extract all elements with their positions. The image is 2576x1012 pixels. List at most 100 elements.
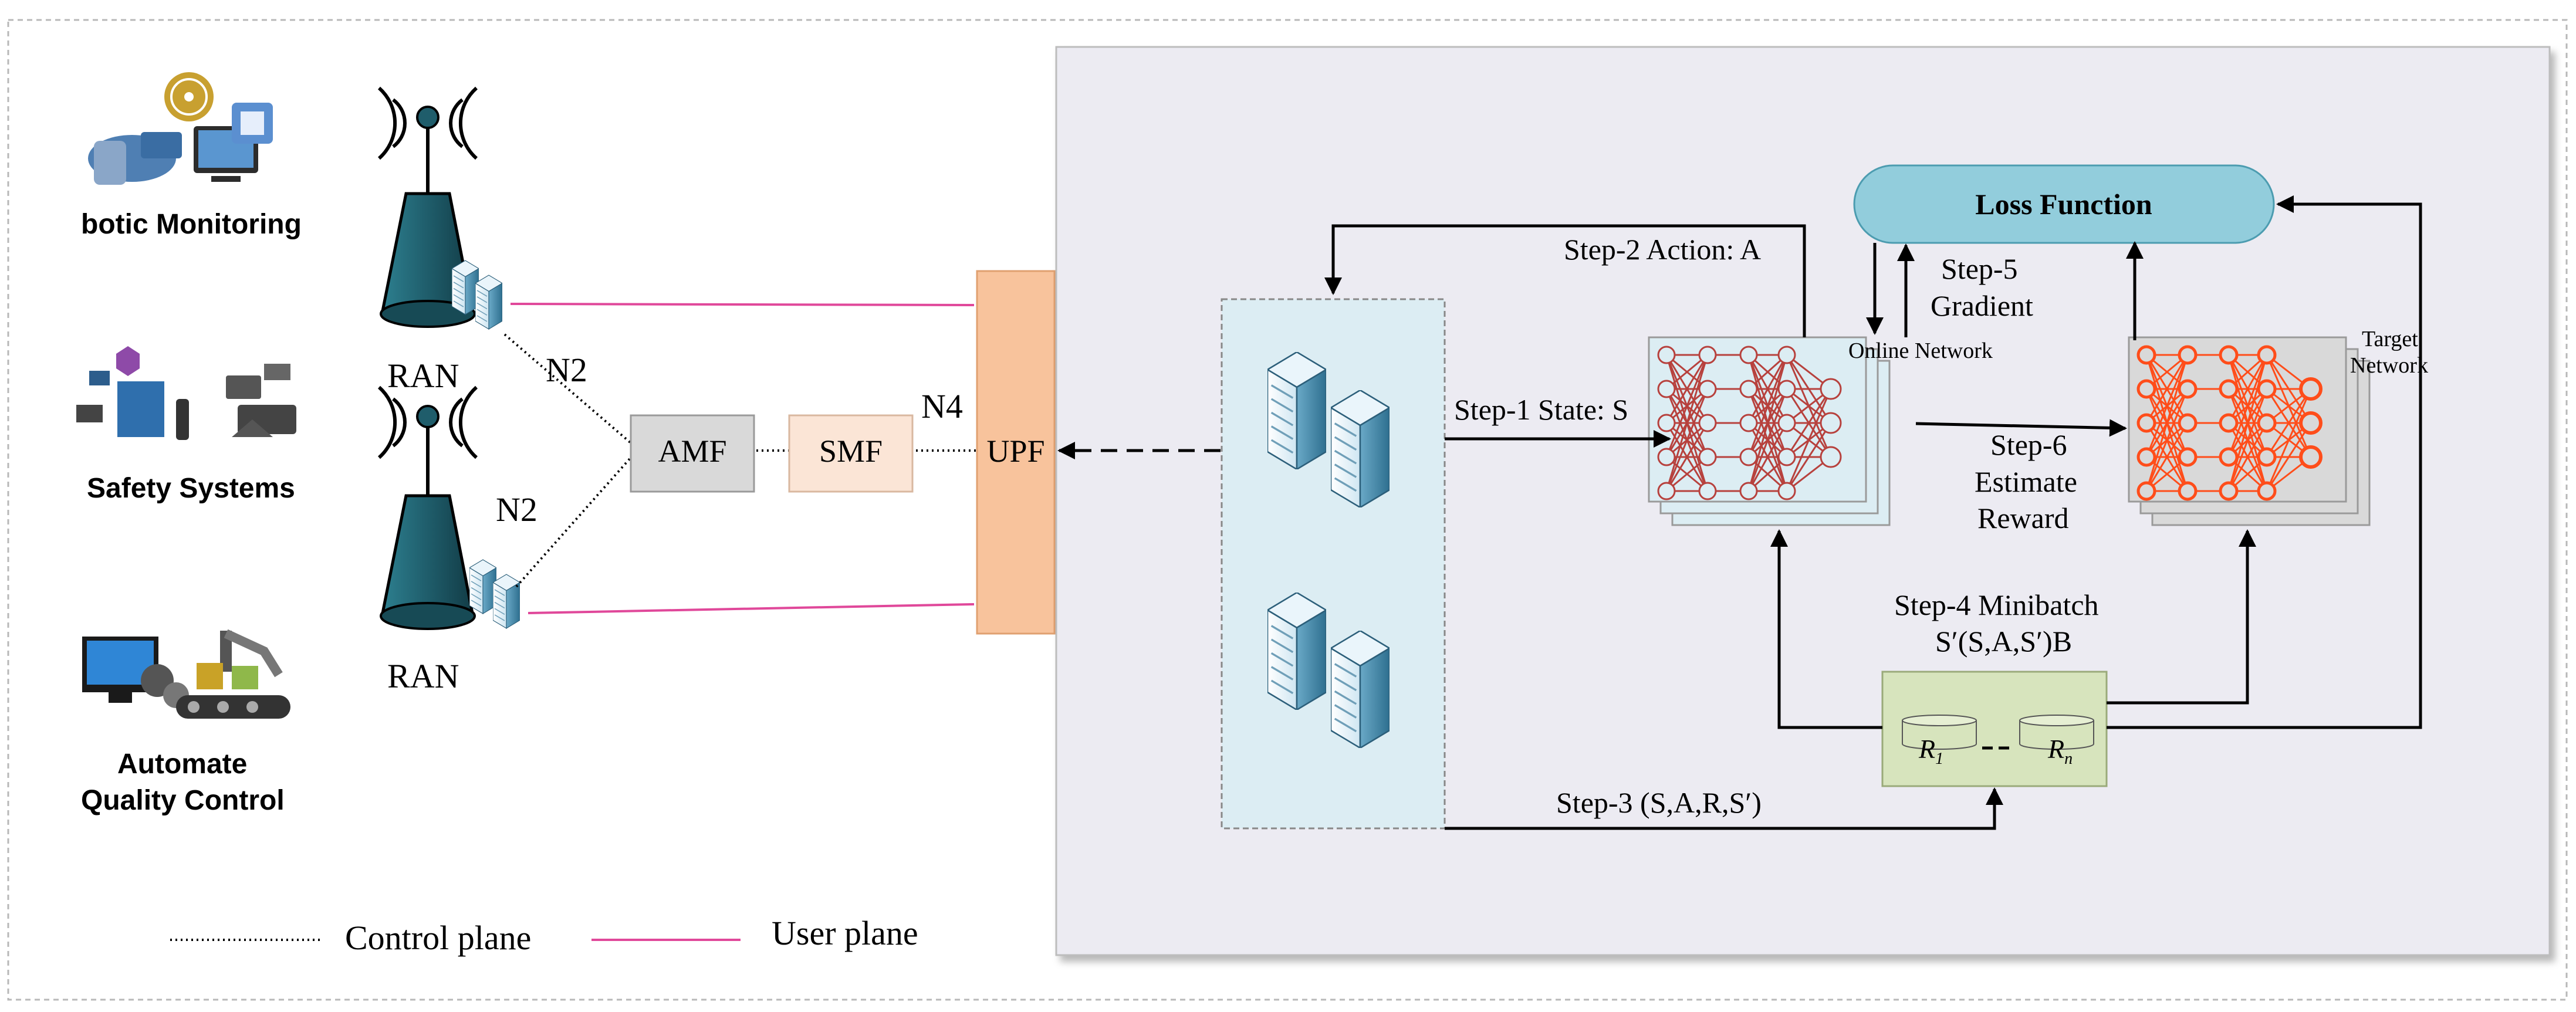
nn-node [1820,412,1842,434]
ran-top-label: RAN [387,357,459,395]
smf-label: SMF [819,434,883,469]
nn-node [1820,378,1842,400]
nn-node [2178,345,2198,365]
legend-control-plane-label: Control plane [345,919,531,957]
nn-node [2219,413,2239,433]
target-network-label-line1: Target [2362,327,2418,351]
control-plane-links [503,333,977,588]
nn-connection [2227,354,2268,492]
drl-arrows [1324,195,2422,830]
amf-label: AMF [658,434,726,469]
nn-connection [1786,388,1832,458]
nn-node [2299,377,2323,401]
step6-label-line3: Reward [1977,502,2069,534]
ran-tower-top [378,86,478,328]
nn-node [1739,482,1758,500]
nn-connection [2145,354,2189,458]
user-plane-link-bottom [528,603,975,614]
nn-node [1657,482,1676,500]
ran-bottom-label: RAN [387,657,459,695]
nn-connection [1747,388,1788,492]
step4-label-line1: Step-4 Minibatch [1894,588,2099,621]
robotic-monitoring-icon [88,72,273,185]
nn-node [2178,379,2198,399]
nn-node [2178,447,2198,467]
n4-label: N4 [921,387,963,425]
nn-node [2257,413,2277,433]
step1-label: Step-1 State: S [1454,393,1628,426]
loss-function-box [1853,164,2275,244]
nn-node [2136,481,2156,501]
nn-node [2219,447,2239,467]
loss-function-label: Loss Function [1975,188,2152,221]
quality-control-label-line1: Automate [117,749,247,780]
nn-connection [1665,354,1709,458]
nn-node [1777,346,1796,364]
nn-node [1657,414,1676,432]
nn-node [1739,414,1758,432]
edge-server-panel [1221,298,1446,830]
robotic-monitoring-label: botic Monitoring [81,209,302,240]
nn-node [2136,447,2156,467]
nn-node [1698,448,1717,466]
nn-node [2299,411,2323,435]
target-network [2128,336,2371,526]
online-network [1648,336,1891,526]
nn-node [2257,447,2277,467]
legend-user-plane-label: User plane [772,914,918,952]
nn-node [1698,482,1717,500]
replay-first-cylinder [1902,715,1977,750]
nn-connection [2227,354,2268,458]
nn-node [2178,413,2198,433]
outer-frame [7,19,2568,1001]
nn-node [2219,345,2239,365]
step4-label-line2: S′(S,A,S′)B [1935,625,2072,658]
nn-node [2136,413,2156,433]
nn-node [1820,446,1842,468]
nn-node [1777,380,1796,398]
nn-connection [1665,354,1709,492]
step6-label-line1: Step-6 [1990,428,2067,461]
nn-connection [2266,388,2312,458]
nn-node [2219,379,2239,399]
nn-node [1698,414,1717,432]
nn-node [1698,346,1717,364]
nn-node [1777,414,1796,432]
nn-connection [1747,354,1788,458]
nn-node [1657,448,1676,466]
nn-node [2136,379,2156,399]
nn-node [1698,380,1717,398]
target-network-label-line2: Network [2350,353,2428,378]
nn-connection [1786,422,1832,492]
nn-node [2219,481,2239,501]
upf-label: UPF [986,434,1044,469]
nn-connection [2266,422,2312,492]
step2-label: Step-2 Action: A [1564,233,1761,266]
nn-connection [2145,388,2189,492]
nn-connection [2227,354,2268,424]
step3-label: Step-3 (S,A,R,S′) [1556,786,1762,819]
nn-node [1739,380,1758,398]
nn-node [1739,448,1758,466]
replay-first-label: R1 [1918,734,1943,768]
nn-connection [2145,354,2189,492]
upf-box [976,270,1056,635]
nn-connection [1747,354,1788,492]
safety-systems-icon [76,346,296,440]
nn-connection [1665,422,1709,492]
nn-node [1777,482,1796,500]
step5-label-line2: Gradient [1931,289,2033,322]
nn-connection [1747,422,1788,492]
amf-box [630,414,755,493]
nn-node [2178,481,2198,501]
nn-node [1739,346,1758,364]
nn-node [1657,380,1676,398]
nn-node [1777,448,1796,466]
nn-node [2257,379,2277,399]
nn-node [2257,481,2277,501]
nn-connection [2266,388,2312,492]
ran-tower-bottom [378,385,478,630]
nn-node [1657,346,1676,364]
quality-control-label-line2: Quality Control [81,785,285,816]
